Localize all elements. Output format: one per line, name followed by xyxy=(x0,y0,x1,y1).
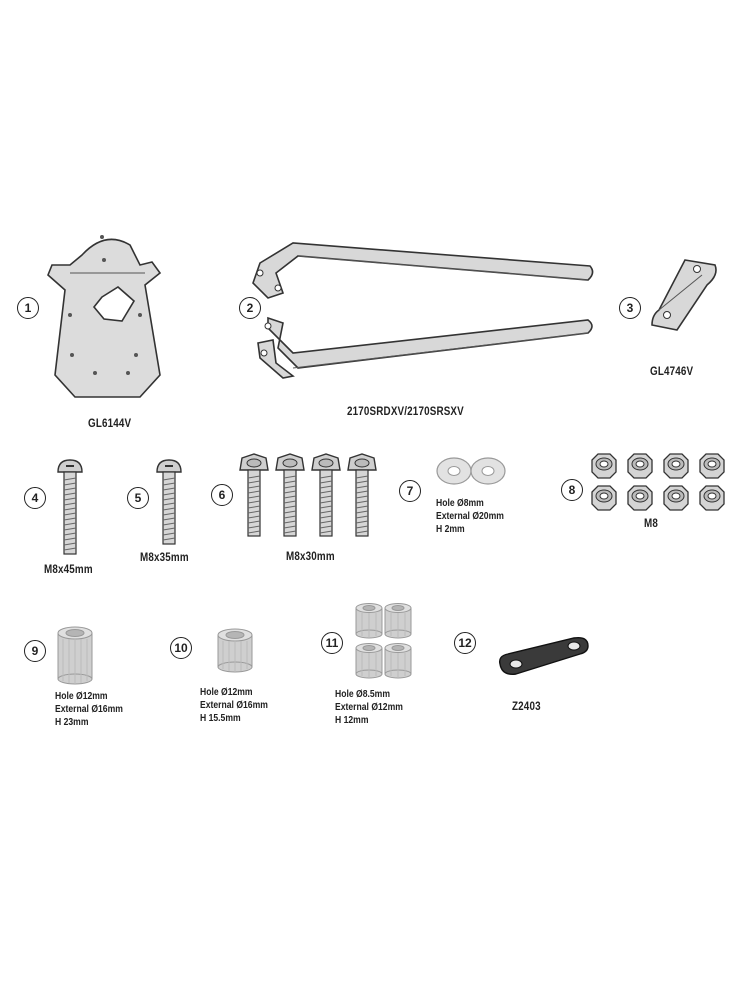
part-number-badge: 2 xyxy=(239,297,261,319)
spec-line: H 12mm xyxy=(335,715,369,726)
spec-line: External Ø16mm xyxy=(55,704,123,715)
part-number-badge: 11 xyxy=(321,632,343,654)
part-number-badge: 5 xyxy=(127,487,149,509)
part-code: M8x45mm xyxy=(44,562,93,576)
part-specs: Hole Ø8.5mm External Ø12mm H 12mm xyxy=(335,688,403,727)
bolts-illustration xyxy=(239,453,377,537)
part-code: M8x30mm xyxy=(286,549,335,563)
part-code: M8x35mm xyxy=(140,550,189,564)
spacers-illustration xyxy=(355,603,412,679)
spec-line: H 23mm xyxy=(55,717,89,728)
spec-line: Hole Ø8.5mm xyxy=(335,689,390,700)
spec-line: Hole Ø12mm xyxy=(55,691,108,702)
part-number-badge: 12 xyxy=(454,632,476,654)
spec-line: Hole Ø12mm xyxy=(200,687,253,698)
spec-line: H 2mm xyxy=(436,524,465,535)
bolt-illustration xyxy=(57,459,83,555)
part-code: 2170SRDXV/2170SRSXV xyxy=(347,404,464,418)
plate-illustration xyxy=(47,235,162,398)
part-number-badge: 3 xyxy=(619,297,641,319)
part-specs: Hole Ø12mm External Ø16mm H 23mm xyxy=(55,690,123,729)
spec-line: Hole Ø8mm xyxy=(436,498,484,509)
part-number-badge: 6 xyxy=(211,484,233,506)
part-number-badge: 8 xyxy=(561,479,583,501)
part-code: M8 xyxy=(644,516,659,530)
nuts-illustration xyxy=(591,453,725,511)
frame-arms-illustration xyxy=(252,242,594,379)
spec-line: External Ø20mm xyxy=(436,511,504,522)
spacer-illustration xyxy=(217,628,253,673)
part-code: Z2403 xyxy=(512,699,541,713)
spec-line: External Ø12mm xyxy=(335,702,403,713)
bracket-illustration xyxy=(651,259,717,331)
part-specs: Hole Ø8mm External Ø20mm H 2mm xyxy=(436,497,504,536)
part-number-badge: 1 xyxy=(17,297,39,319)
part-number-badge: 9 xyxy=(24,640,46,662)
part-code: GL4746V xyxy=(650,364,694,378)
part-number-badge: 7 xyxy=(399,480,421,502)
part-code: GL6144V xyxy=(88,416,132,430)
part-number-badge: 10 xyxy=(170,637,192,659)
link-plate-illustration xyxy=(498,636,589,675)
part-number-badge: 4 xyxy=(24,487,46,509)
spacer-illustration xyxy=(57,626,93,685)
washers-illustration xyxy=(436,457,506,485)
bolt-illustration xyxy=(156,459,182,545)
part-specs: Hole Ø12mm External Ø16mm H 15.5mm xyxy=(200,686,268,725)
spec-line: External Ø16mm xyxy=(200,700,268,711)
spec-line: H 15.5mm xyxy=(200,713,241,724)
